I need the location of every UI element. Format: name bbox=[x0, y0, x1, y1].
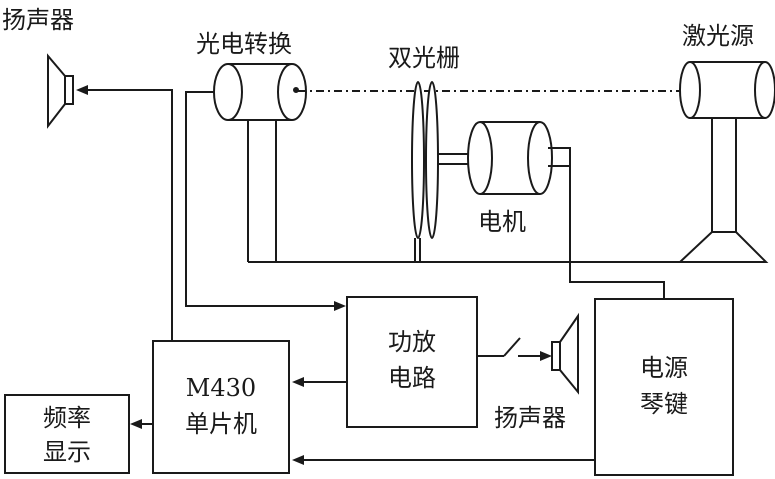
photoelectric-label: 光电转换 bbox=[196, 30, 292, 58]
speaker-top-icon bbox=[47, 53, 74, 129]
photoelectric-cylinder-icon bbox=[213, 63, 307, 262]
double-grating-label: 双光栅 bbox=[388, 44, 460, 72]
amplifier-box: 功放 电路 bbox=[346, 296, 478, 428]
double-grating-icon bbox=[411, 81, 439, 262]
switch-icon bbox=[503, 337, 521, 357]
speaker-bottom-label: 扬声器 bbox=[494, 404, 566, 432]
motor-power-wire bbox=[569, 148, 665, 298]
freq-line1: 频率 bbox=[43, 404, 91, 432]
mcu-box: M430 单片机 bbox=[152, 340, 290, 474]
freq-line2: 显示 bbox=[43, 438, 91, 466]
arrow-head-mcu-1 bbox=[292, 377, 304, 387]
speaker-bottom-icon bbox=[551, 312, 579, 395]
amplifier-line2: 电路 bbox=[388, 364, 436, 392]
laser-source-icon bbox=[677, 61, 775, 263]
mcu-line1: M430 bbox=[185, 374, 257, 402]
arrow-head-speaker-2 bbox=[540, 351, 552, 361]
arrow-head-display bbox=[130, 419, 142, 429]
arrow-head-speaker bbox=[76, 85, 88, 95]
power-keys-box: 电源 琴键 bbox=[594, 298, 734, 476]
arrow-head-mcu-2 bbox=[292, 455, 304, 465]
power-line2: 琴键 bbox=[640, 390, 688, 418]
mcu-to-speaker-line bbox=[82, 89, 173, 340]
power-line1: 电源 bbox=[640, 354, 688, 382]
motor-label: 电机 bbox=[478, 208, 526, 236]
laser-source-label: 激光源 bbox=[682, 22, 754, 50]
frequency-display-box: 频率 显示 bbox=[4, 394, 130, 474]
photo-to-amp-line bbox=[185, 91, 340, 307]
amplifier-line1: 功放 bbox=[388, 328, 436, 356]
motor-icon bbox=[438, 121, 571, 195]
arrow-head-amp bbox=[334, 301, 346, 311]
mcu-line2: 单片机 bbox=[185, 410, 257, 438]
speaker-top-label: 扬声器 bbox=[2, 6, 74, 34]
